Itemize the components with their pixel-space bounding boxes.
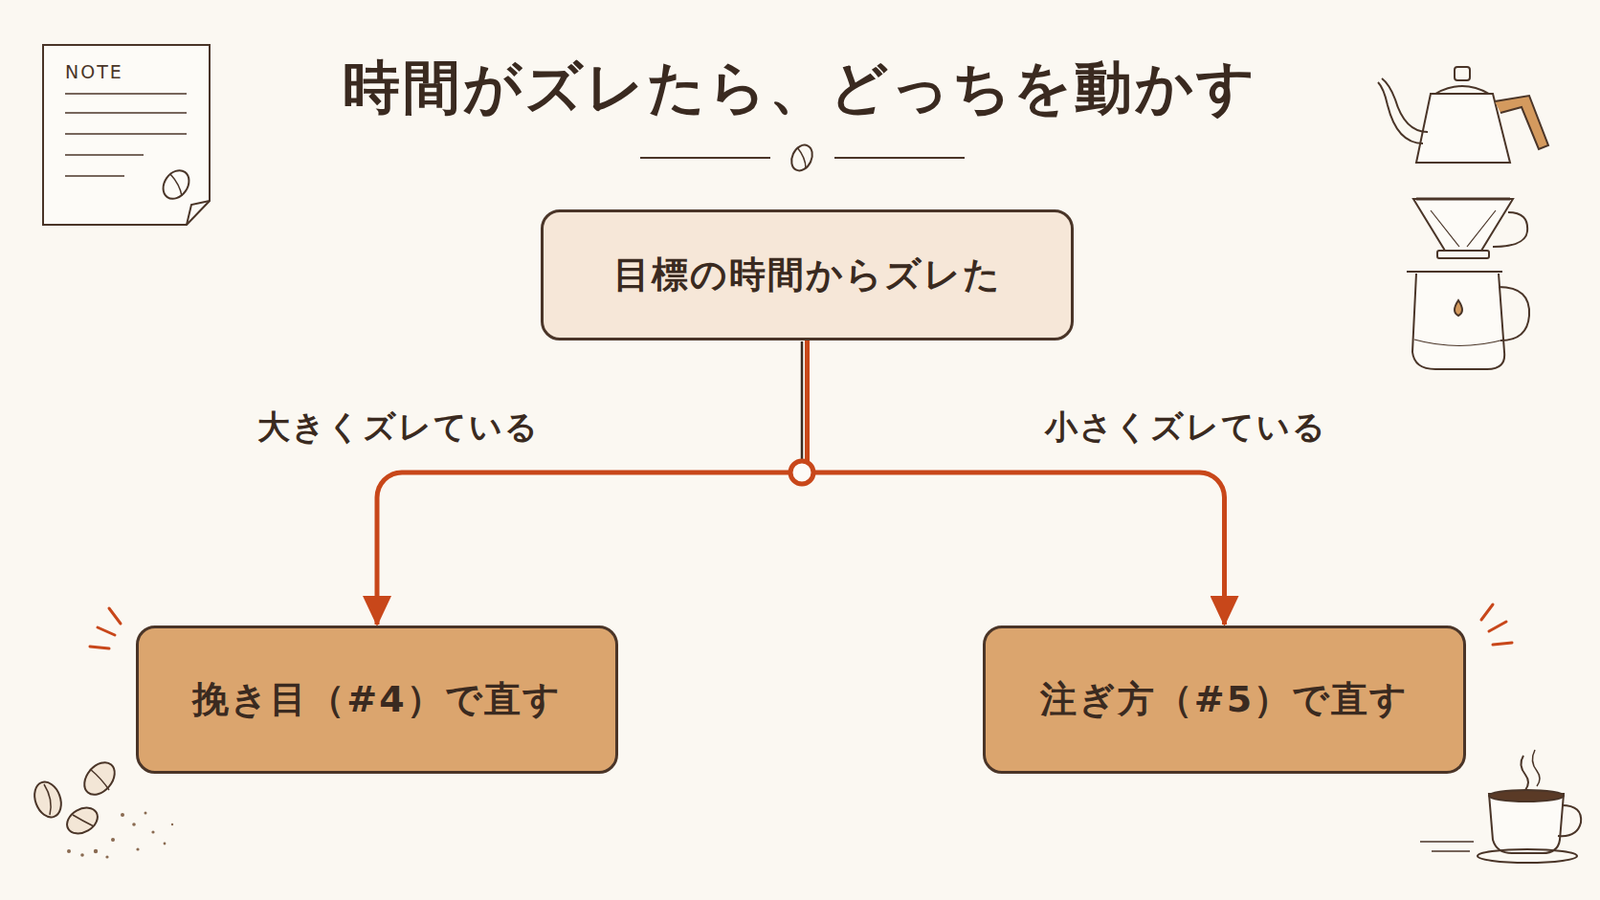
coffee-beans-part-part	[144, 812, 148, 816]
kettle-illustration-part	[1381, 78, 1428, 133]
note-paper-part	[65, 133, 187, 135]
junction-circle	[790, 461, 814, 485]
title-underline-part	[797, 147, 806, 169]
dripper-illustration-part	[1454, 300, 1463, 316]
coffee-beans-part	[62, 802, 102, 840]
dripper-illustration-part	[1430, 210, 1496, 247]
node-text: 注ぎ方（#5）で直す	[1040, 675, 1409, 725]
note-label: NOTE	[65, 61, 124, 83]
burst-marks-part	[1488, 622, 1507, 632]
title-underline-part	[787, 141, 817, 175]
note-paper-part	[170, 174, 182, 197]
kettle-illustration	[1377, 66, 1549, 163]
coffee-beans-part-part	[105, 855, 109, 859]
burst-marks-part	[1481, 604, 1493, 621]
node-text: 目標の時間からズレた	[613, 250, 1002, 300]
diagram-title: 時間がズレたら、どっちを動かす	[0, 49, 1600, 128]
kettle-illustration-part	[1416, 93, 1511, 163]
branch-label: 小さくズレている	[1044, 405, 1328, 450]
kettle-illustration-part	[1435, 86, 1489, 94]
dripper-illustration-part	[1492, 212, 1528, 247]
action-box: 注ぎ方（#5）で直す	[982, 625, 1467, 775]
coffee-beans-part	[78, 756, 121, 801]
kettle-illustration-part	[1454, 66, 1470, 81]
note-paper-part	[186, 200, 210, 225]
coffee-beans-part-part	[66, 849, 71, 854]
dripper-illustration-part	[1498, 287, 1530, 341]
burst-marks-part	[97, 627, 115, 636]
coffee-beans-part	[29, 778, 66, 823]
note-paper-part	[65, 154, 144, 156]
coffee-cup-part	[1477, 849, 1578, 864]
coffee-beans-part-part	[151, 830, 155, 834]
note-paper-part	[157, 165, 195, 204]
note-paper-part	[43, 44, 210, 225]
coffee-beans-part-part	[80, 853, 85, 858]
dripper-illustration-part	[1413, 199, 1513, 251]
note-paper-part	[65, 175, 125, 178]
branch-arrow	[807, 340, 1225, 625]
coffee-beans-part-part	[120, 813, 125, 818]
coffee-beans-part-part	[111, 838, 115, 843]
action-box: 挽き目（#4）で直す	[135, 625, 619, 775]
dripper-illustration-part	[1406, 270, 1503, 273]
note-paper-part	[65, 111, 187, 114]
dripper-illustration-part	[1416, 198, 1511, 201]
coffee-cup-part	[1532, 750, 1540, 787]
coffee-beans-part-part	[171, 823, 174, 826]
burst-marks-part	[109, 608, 121, 624]
coffee-beans-part	[66, 812, 174, 860]
coffee-cup-part	[1520, 755, 1529, 791]
title-underline	[640, 141, 965, 175]
coffee-cup-part	[1488, 794, 1564, 854]
coffee-beans-part-part	[93, 849, 98, 854]
kettle-illustration-part	[1377, 82, 1423, 144]
dripper-illustration	[1406, 199, 1530, 370]
coffee-beans-part-part	[163, 843, 167, 846]
branch-arrow	[377, 340, 808, 625]
note-paper	[43, 44, 210, 225]
coffee-cup-part	[1488, 790, 1564, 802]
node-text: 挽き目（#4）で直す	[192, 675, 561, 725]
burst-marks-part	[1492, 643, 1512, 645]
branch-label: 大きくズレている	[257, 405, 540, 450]
kettle-illustration-part	[1494, 95, 1549, 150]
coffee-cup-part	[1431, 850, 1470, 853]
coffee-beans-part	[72, 815, 94, 827]
burst-marks-part	[89, 646, 110, 649]
coffee-cup-part	[1420, 841, 1474, 844]
coffee-beans-part-part	[135, 847, 139, 851]
dripper-illustration-part	[1414, 339, 1505, 347]
coffee-beans-part-part	[132, 822, 136, 827]
start-box: 目標の時間からズレた	[540, 209, 1074, 341]
dripper-illustration-part	[1437, 250, 1489, 259]
coffee-beans-part	[44, 784, 51, 816]
title-underline-part	[640, 156, 771, 159]
stem-line	[800, 341, 804, 462]
title-underline-part	[834, 156, 965, 159]
note-paper-part	[65, 92, 187, 95]
coffee-cup-part	[1557, 805, 1581, 837]
coffee-beans-part	[89, 769, 110, 791]
dripper-illustration-part	[1412, 273, 1505, 370]
